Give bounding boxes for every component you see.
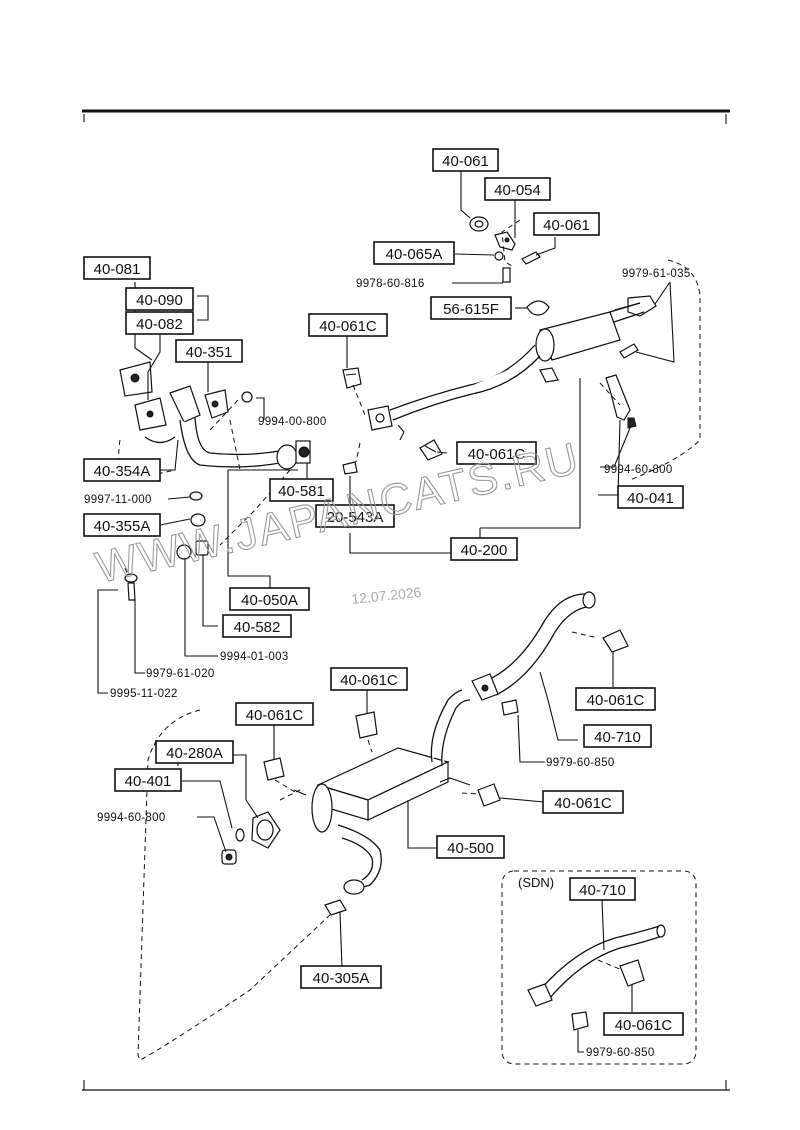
label-9979-60-850-sdn: 9979-60-850 <box>586 1047 655 1059</box>
label-9979-61-035: 9979-61-035 <box>622 268 691 280</box>
bottom-assembly-parts <box>221 591 629 916</box>
label-40-710: 40-710 <box>594 729 641 746</box>
label-40-355A: 40-355A <box>94 518 151 535</box>
label-40-280A: 40-280A <box>166 745 223 762</box>
label-40-054: 40-054 <box>494 182 541 199</box>
boxed-labels: 40-061 40-054 40-061 40-065A 56-615F 40-… <box>83 148 684 1036</box>
label-40-061C-sdn: 40-061C <box>615 1017 673 1034</box>
label-9994-60-800-bottom: 9994-60-800 <box>97 812 166 824</box>
label-40-061C-f: 40-061C <box>554 795 612 812</box>
label-9994-00-800: 9994-00-800 <box>258 416 327 428</box>
label-40-081: 40-081 <box>94 261 141 278</box>
label-40-082: 40-082 <box>136 316 183 333</box>
label-9979-61-020: 9979-61-020 <box>146 668 215 680</box>
label-40-710-sdn: 40-710 <box>579 882 626 899</box>
label-40-061-right: 40-061 <box>543 217 590 234</box>
label-40-061-top: 40-061 <box>442 153 489 170</box>
label-40-050A: 40-050A <box>241 592 298 609</box>
label-40-061C-b: 40-061C <box>468 446 526 463</box>
label-40-582: 40-582 <box>234 619 281 636</box>
label-40-065A: 40-065A <box>386 246 443 263</box>
label-9979-60-850: 9979-60-850 <box>546 757 615 769</box>
label-9978-60-816: 9978-60-816 <box>356 278 425 290</box>
label-40-401: 40-401 <box>125 773 172 790</box>
bottom-dashed-lines <box>137 709 697 1065</box>
label-9995-11-022: 9995-11-022 <box>110 688 178 700</box>
sdn-variant-parts <box>527 899 666 1053</box>
label-40-581: 40-581 <box>278 483 325 500</box>
label-40-351: 40-351 <box>186 344 233 361</box>
sdn-variant-box <box>501 870 697 1065</box>
label-9994-01-003: 9994-01-003 <box>220 651 289 663</box>
label-40-061C-d: 40-061C <box>587 692 645 709</box>
label-sdn: (SDN) <box>518 875 554 890</box>
label-box-40-061-top <box>432 148 499 172</box>
label-9997-11-000: 9997-11-000 <box>84 494 152 506</box>
label-40-305A: 40-305A <box>313 970 370 987</box>
label-40-090: 40-090 <box>136 292 183 309</box>
date-stamp: 12.07.2026 <box>351 584 423 607</box>
label-40-061C-e: 40-061C <box>246 707 304 724</box>
label-40-061C-a: 40-061C <box>319 318 377 335</box>
free-labels: 9978-60-816 9979-61-035 9994-00-800 9994… <box>84 268 691 1059</box>
top-assembly-parts <box>119 216 657 601</box>
label-56-615F: 56-615F <box>443 301 499 318</box>
label-40-041: 40-041 <box>627 490 674 507</box>
label-40-500: 40-500 <box>447 840 494 857</box>
label-40-200: 40-200 <box>461 542 508 559</box>
watermark: WWW.JAPANCATS.RU <box>91 434 584 593</box>
label-9994-60-800-top: 9994-60-800 <box>604 464 673 476</box>
label-40-061C-c: 40-061C <box>340 672 398 689</box>
label-20-543A: 20-543A <box>327 509 384 526</box>
label-40-354A: 40-354A <box>94 463 151 480</box>
